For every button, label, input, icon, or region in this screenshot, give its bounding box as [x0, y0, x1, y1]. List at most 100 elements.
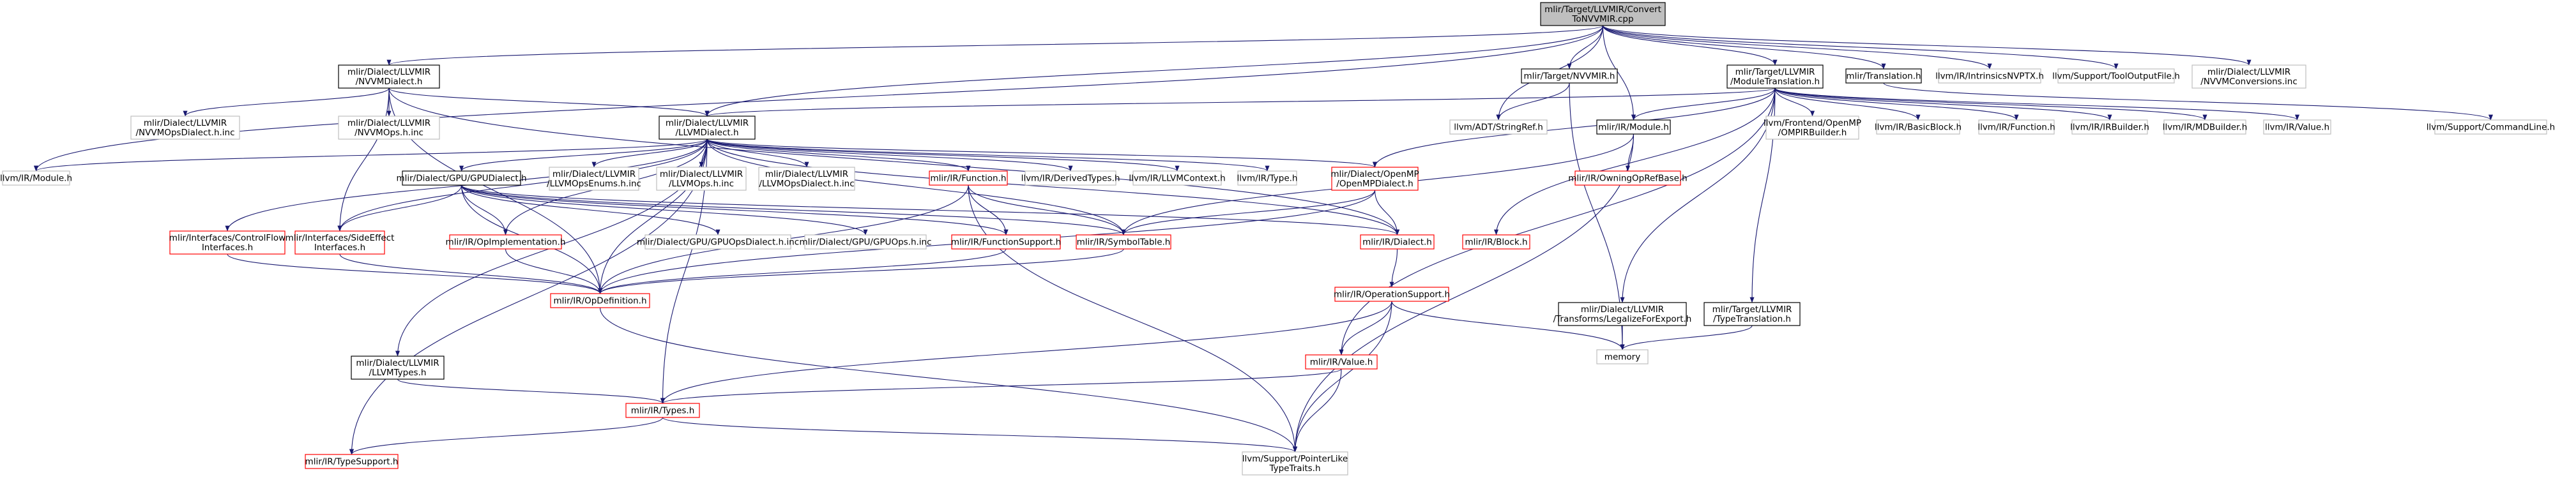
node-irblock[interactable]: mlir/IR/Block.h	[1462, 234, 1530, 250]
node-label: mlir/Target/LLVMIR	[1712, 304, 1792, 315]
node-llvmopsinc[interactable]: mlir/Dialect/LLVMIR/LLVMOps.h.inc	[656, 167, 747, 191]
node-gpuopsdialect[interactable]: mlir/Dialect/GPU/GPUOpsDialect.h.inc	[637, 234, 799, 250]
node-box	[1305, 354, 1378, 370]
node-irdialect[interactable]: mlir/IR/Dialect.h	[1360, 234, 1435, 250]
node-nvvmconv[interactable]: mlir/Dialect/LLVMIR/NVVMConversions.inc	[2191, 64, 2306, 89]
node-openmpbuilder[interactable]: llvm/Frontend/OpenMP/OMPIRBuilder.h	[1764, 116, 1861, 140]
node-llvmtypes[interactable]: mlir/Dialect/LLVMIR/LLVMTypes.h	[351, 356, 445, 380]
edge-mlirvalue-to-irtypes	[660, 368, 1342, 404]
node-label: /LLVMOpsDialect.h.inc	[759, 179, 854, 189]
edge-gpudialect-to-opimpl	[461, 184, 508, 236]
edge-nvvmir-to-stringref	[1496, 82, 1570, 121]
edge-llvmdialect-to-sideeffect	[337, 139, 708, 232]
node-typesupport[interactable]: mlir/IR/TypeSupport.h	[305, 454, 399, 469]
node-irfunction[interactable]: llvm/IR/Function.h	[1978, 119, 2055, 135]
node-box	[1596, 119, 1671, 135]
node-box	[338, 64, 440, 89]
node-legalize[interactable]: mlir/Dialect/LLVMIR/Transforms/LegalizeF…	[1553, 302, 1692, 326]
node-label: mlir/Dialect/LLVMIR	[666, 118, 749, 128]
node-gpuopsinc[interactable]: mlir/Dialect/GPU/GPUOps.h.inc	[799, 234, 932, 250]
node-llvmdialect[interactable]: mlir/Dialect/LLVMIR/LLVMDialect.h	[659, 116, 756, 140]
node-opsupport[interactable]: mlir/IR/OperationSupport.h	[1334, 287, 1450, 302]
edge-root-to-tooloutput	[1602, 25, 2119, 70]
node-box	[644, 234, 791, 250]
node-box	[1703, 302, 1801, 326]
node-funcsupport[interactable]: mlir/IR/FunctionSupport.h	[951, 234, 1061, 250]
node-box	[1540, 2, 1666, 26]
node-label: /NVVMOpsDialect.h.inc	[135, 128, 234, 138]
node-opdefinition[interactable]: mlir/IR/OpDefinition.h	[550, 293, 650, 308]
edge-translation-to-cmdline	[1883, 82, 2493, 121]
node-label: /LLVMOps.h.inc	[669, 179, 734, 189]
node-irbuilder[interactable]: llvm/IR/IRBuilder.h	[2070, 119, 2149, 135]
node-nvvmir[interactable]: mlir/Target/NVVMIR.h	[1521, 68, 1618, 84]
node-mlirfunction[interactable]: mlir/IR/Function.h	[929, 170, 1008, 186]
edge-mlirfunction-to-pointerlike	[968, 184, 1297, 453]
edge-gpudialect-to-sideeffect	[337, 184, 462, 232]
node-label: llvm/Support/PointerLike	[1242, 454, 1348, 464]
node-label: TypeTraits.h	[1269, 463, 1320, 474]
node-modtrans[interactable]: mlir/Target/LLVMIR/ModuleTranslation.h	[1726, 64, 1824, 89]
node-box	[1449, 119, 1548, 135]
node-box	[1331, 167, 1419, 191]
edge-symboltable-to-opdefinition	[598, 248, 1124, 294]
node-gpudialect[interactable]: mlir/Dialect/GPU/GPUDialect.h	[396, 170, 527, 186]
node-box	[1596, 349, 1649, 364]
edge-opsupport-to-memory	[1391, 301, 1625, 350]
node-irtypes[interactable]: mlir/IR/Types.h	[625, 403, 700, 418]
node-label: /TypeTranslation.h	[1713, 314, 1791, 324]
node-label: ToNVVMIR.cpp	[1571, 14, 1633, 24]
node-box	[1574, 170, 1681, 186]
node-llvmopsenums[interactable]: mlir/Dialect/LLVMIR/LLVMOpsEnums.h.inc	[547, 167, 641, 191]
node-irtype[interactable]: llvm/IR/Type.h	[1237, 170, 1298, 186]
node-basicblock[interactable]: llvm/IR/BasicBlock.h	[1875, 119, 1962, 135]
node-label: llvm/ADT/StringRef.h	[1454, 123, 1543, 133]
node-nvvmdialect[interactable]: mlir/Dialect/LLVMIR/NVVMDialect.h	[338, 64, 440, 89]
node-typetrans[interactable]: mlir/Target/LLVMIR/TypeTranslation.h	[1703, 302, 1801, 326]
node-label: /LLVMOpsEnums.h.inc	[547, 179, 641, 189]
node-llvmcontext[interactable]: llvm/IR/LLVMContext.h	[1129, 170, 1226, 186]
node-owningop[interactable]: mlir/IR/OwningOpRefBase.h	[1568, 170, 1688, 186]
edge-openmpdialect-to-irdialect	[1374, 190, 1400, 236]
edge-mlirvalue-to-pointerlike	[1292, 368, 1342, 453]
node-symboltable[interactable]: mlir/IR/SymbolTable.h	[1076, 234, 1171, 250]
node-box	[1938, 68, 2041, 84]
node-memory[interactable]: memory	[1596, 349, 1649, 364]
node-llvmvalue[interactable]: llvm/IR/Value.h	[2263, 119, 2331, 135]
node-llvmopsdialect[interactable]: mlir/Dialect/LLVMIR/LLVMOpsDialect.h.inc	[758, 167, 855, 191]
node-box	[758, 167, 855, 191]
node-nvvmopsdialect[interactable]: mlir/Dialect/LLVMIR/NVVMOpsDialect.h.inc	[130, 116, 240, 140]
node-label: llvm/IR/Type.h	[1237, 174, 1298, 184]
edge-modtrans-to-irmodule	[1631, 87, 1776, 121]
node-tooloutput[interactable]: llvm/Support/ToolOutputFile.h	[2052, 68, 2180, 84]
node-box	[1558, 302, 1687, 326]
node-intrnvptx[interactable]: llvm/IR/IntrinsicsNVPTX.h	[1935, 68, 2044, 84]
node-stringref[interactable]: llvm/ADT/StringRef.h	[1449, 119, 1548, 135]
node-cmdline[interactable]: llvm/Support/CommandLine.h	[2427, 119, 2555, 135]
edge-root-to-llvmmodule	[34, 25, 1604, 172]
node-llvmmodule[interactable]: llvm/IR/Module.h	[0, 170, 72, 186]
node-mdbuilder[interactable]: llvm/IR/MDBuilder.h	[2163, 119, 2248, 135]
node-box	[656, 167, 747, 191]
node-box	[625, 403, 700, 418]
node-mlirvalue[interactable]: mlir/IR/Value.h	[1305, 354, 1378, 370]
node-label: mlir/Dialect/LLVMIR	[356, 358, 439, 368]
node-irmodule[interactable]: mlir/IR/Module.h	[1596, 119, 1671, 135]
node-box	[804, 234, 927, 250]
edge-nvvmdialect-to-irdialect	[388, 87, 1399, 236]
node-box	[2434, 119, 2547, 135]
node-label: mlir/Dialect/LLVMIR	[144, 118, 227, 128]
node-derivedtypes[interactable]: llvm/IR/DerivedTypes.h	[1021, 170, 1120, 186]
node-translation[interactable]: mlir/Translation.h	[1845, 68, 1922, 84]
edge-root-to-translation	[1602, 25, 1886, 70]
node-box	[305, 454, 399, 469]
node-label: mlir/Target/NVVMIR.h	[1523, 71, 1615, 82]
node-openmpdialect[interactable]: mlir/Dialect/OpenMP/OpenMPDialect.h	[1330, 167, 1419, 191]
node-label: llvm/IR/IRBuilder.h	[2070, 123, 2149, 133]
node-nvvmops[interactable]: mlir/Dialect/LLVMIR/NVVMOps.h.inc	[338, 116, 440, 140]
node-opimpl[interactable]: mlir/IR/OpImplementation.h	[446, 234, 566, 250]
